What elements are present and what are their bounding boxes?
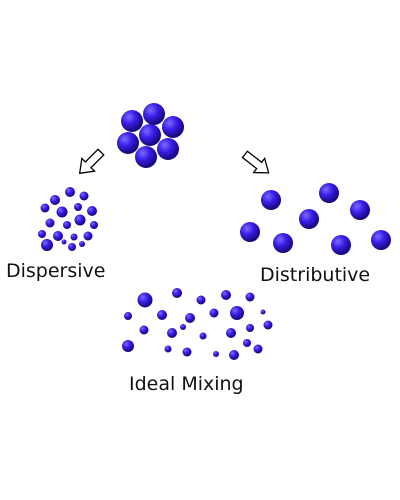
dispersive-particles (38, 187, 98, 251)
particle (45, 218, 55, 228)
particle (319, 183, 339, 203)
particle (63, 221, 71, 229)
particle (56, 206, 68, 218)
particle (124, 312, 132, 320)
particle (121, 110, 143, 132)
particle (213, 351, 219, 357)
particle (79, 191, 89, 201)
particle (61, 239, 67, 245)
particle (87, 206, 97, 216)
arrow-down-right-icon (241, 150, 270, 174)
particle (371, 230, 391, 250)
arrow-down-left-icon (78, 148, 105, 175)
particle (331, 235, 351, 255)
particle (70, 233, 78, 241)
particle (185, 313, 195, 323)
distributive-label: Distributive (260, 264, 371, 286)
particle (139, 124, 161, 146)
particle (50, 195, 60, 205)
particle (172, 288, 182, 298)
particle (38, 230, 46, 238)
particle (226, 328, 236, 338)
particle (164, 345, 172, 353)
particle (143, 103, 165, 125)
particle (229, 350, 239, 360)
particle (68, 243, 76, 251)
particle (90, 221, 98, 229)
particle (273, 233, 293, 253)
particle (196, 295, 206, 305)
agglomerate-cluster (117, 103, 184, 168)
ideal-mixing-label: Ideal Mixing (129, 373, 244, 395)
particle (157, 138, 179, 160)
particle (199, 332, 207, 340)
particle (350, 200, 370, 220)
particle (74, 203, 82, 211)
particle (83, 231, 93, 241)
particle (117, 132, 139, 154)
particle (263, 320, 273, 330)
particle (157, 310, 167, 320)
particle (167, 328, 177, 338)
particle (246, 324, 254, 332)
particle (40, 203, 50, 213)
particle (53, 231, 63, 241)
particle (299, 209, 319, 229)
particle (209, 308, 219, 318)
ideal-mixing-particles (122, 288, 273, 360)
particle (79, 241, 85, 247)
particle (139, 325, 149, 335)
particle (240, 222, 260, 242)
particle (221, 290, 231, 300)
particle (74, 214, 86, 226)
particle (261, 190, 281, 210)
particle (245, 292, 255, 302)
particle (41, 239, 53, 251)
particle (137, 292, 153, 308)
particle (65, 187, 75, 197)
particle (162, 116, 184, 138)
particle (243, 339, 251, 347)
particle (182, 347, 192, 357)
particle (135, 146, 157, 168)
particle (180, 324, 186, 330)
particle (230, 306, 244, 320)
particle (253, 344, 263, 354)
dispersive-label: Dispersive (6, 260, 106, 282)
distributive-particles (240, 183, 391, 255)
particle (260, 309, 266, 315)
particle (122, 340, 134, 352)
